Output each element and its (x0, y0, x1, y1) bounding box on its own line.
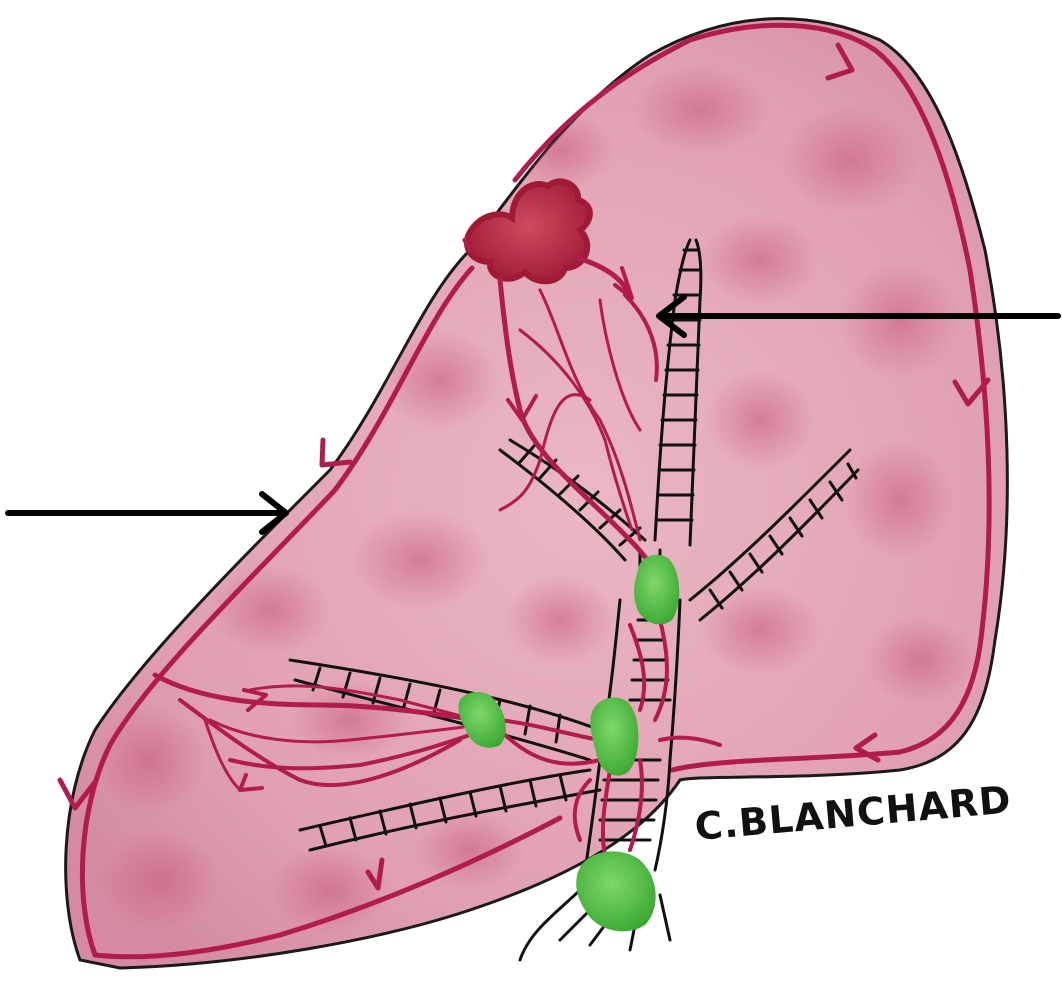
artist-signature: C.BLANCHARD (693, 777, 1013, 849)
arrow-right-icon (8, 494, 286, 532)
lymph-node-hilar-lower (576, 851, 655, 931)
lymph-node-upper-hilar (634, 555, 679, 625)
